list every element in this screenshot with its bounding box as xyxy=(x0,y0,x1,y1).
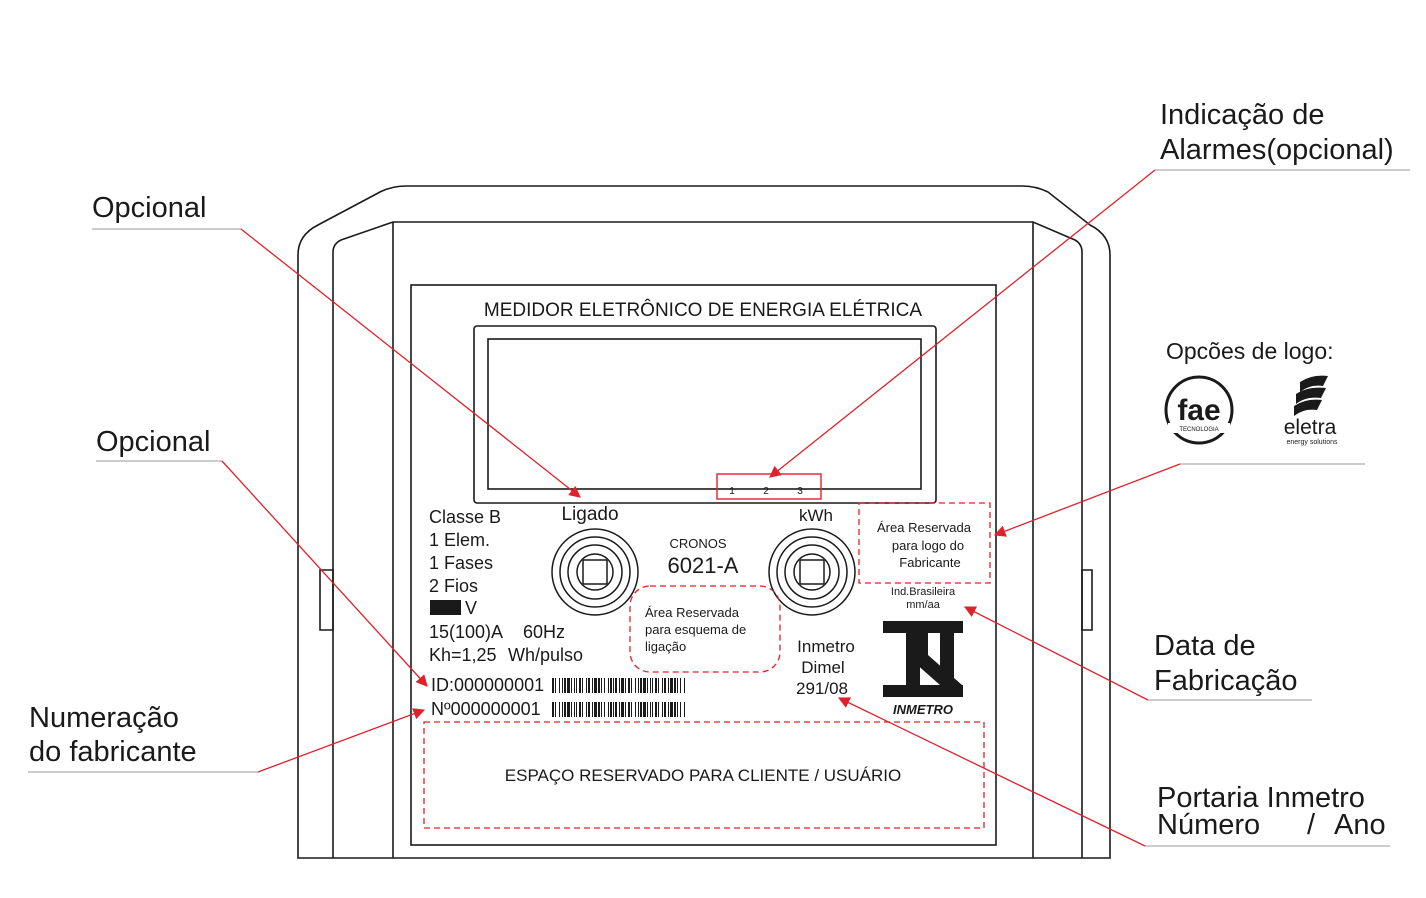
wiring-reserved-line2: para esquema de xyxy=(645,622,746,637)
wiring-reserved-area xyxy=(629,585,781,673)
eletra-logo-name: eletra xyxy=(1284,416,1337,439)
inmetro-line2: Dimel xyxy=(801,658,844,677)
model-brand: CRONOS xyxy=(669,536,726,551)
callout-alarm-line2: Alarmes(opcional) xyxy=(1160,134,1394,166)
alarm-indicator-box xyxy=(716,473,822,500)
fae-logo-sub: TECNOLOGIA xyxy=(1179,427,1218,433)
callout-data-line2: Fabricação xyxy=(1154,665,1297,697)
callout-logo-options: Opcões de logo: xyxy=(1166,338,1334,364)
manufacture-date: mm/aa xyxy=(906,599,941,611)
callout-portaria-slash: / xyxy=(1307,809,1316,841)
kwh-led xyxy=(768,528,856,616)
ligado-label: Ligado xyxy=(561,504,618,525)
logo-reserved-line1: Área Reservada xyxy=(877,520,972,535)
client-reserved-area xyxy=(423,721,985,829)
alarm-indicator-3: 3 xyxy=(797,486,803,497)
spec-classe: Classe B xyxy=(429,507,501,527)
spec-fios: 2 Fios xyxy=(429,576,478,596)
callout-data-line1: Data de xyxy=(1154,630,1256,662)
leader-lines xyxy=(28,169,1410,847)
callout-numeracao-line2: do fabricante xyxy=(29,736,197,768)
logo-reserved-area xyxy=(858,502,991,584)
callout-portaria-line1: Portaria Inmetro xyxy=(1157,782,1365,814)
meter-id: ID:000000001 xyxy=(431,675,544,695)
alarm-indicator-1: 1 xyxy=(729,486,735,497)
wiring-reserved-line3: ligação xyxy=(645,639,686,654)
logo-reserved-line3: Fabricante xyxy=(899,555,960,570)
faceplate xyxy=(410,284,997,846)
inmetro-line1: Inmetro xyxy=(797,637,855,656)
inmetro-logo-text: INMETRO xyxy=(893,702,953,717)
inmetro-line3: 291/08 xyxy=(796,679,848,698)
callout-numeracao-line1: Numeração xyxy=(29,702,179,734)
barcode-id xyxy=(552,678,685,693)
spec-current: 15(100)A xyxy=(429,622,503,642)
model-number: 6021-A xyxy=(668,553,739,578)
lcd-display xyxy=(473,325,937,504)
client-reserved-text: ESPAÇO RESERVADO PARA CLIENTE / USUÁRIO xyxy=(505,766,901,785)
eletra-logo xyxy=(1294,375,1328,416)
spec-frequency: 60Hz xyxy=(523,622,565,642)
callout-opcional-mid: Opcional xyxy=(96,426,210,458)
callout-opcional-top: Opcional xyxy=(92,192,206,224)
logo-reserved-line2: para logo do xyxy=(892,538,964,553)
callout-portaria-ano: Ano xyxy=(1334,809,1386,841)
callout-alarm-line1: Indicação de xyxy=(1160,99,1324,131)
wiring-reserved-line1: Área Reservada xyxy=(645,605,740,620)
voltage-block xyxy=(430,600,461,615)
meter-title: MEDIDOR ELETRÔNICO DE ENERGIA ELÉTRICA xyxy=(484,299,922,321)
meter-housing xyxy=(297,185,1111,859)
callout-portaria-numero: Número xyxy=(1157,809,1260,841)
spec-kh-unit: Wh/pulso xyxy=(508,645,583,665)
kwh-label: kWh xyxy=(799,506,833,525)
spec-fases: 1 Fases xyxy=(429,553,493,573)
spec-kh: Kh=1,25 xyxy=(429,645,497,665)
inmetro-logo xyxy=(883,621,963,697)
meter-numero: Nº000000001 xyxy=(431,699,541,719)
spec-elem: 1 Elem. xyxy=(429,530,490,550)
ligado-led xyxy=(551,528,639,616)
fae-logo-name: fae xyxy=(1177,394,1220,427)
fae-logo xyxy=(1164,375,1234,445)
eletra-logo-sub: energy solutions xyxy=(1287,439,1338,446)
spec-volt-unit: V xyxy=(465,598,477,618)
barcode-numero xyxy=(552,702,685,717)
manufacture-origin: Ind.Brasileira xyxy=(891,586,956,598)
alarm-indicator-2: 2 xyxy=(763,486,769,497)
